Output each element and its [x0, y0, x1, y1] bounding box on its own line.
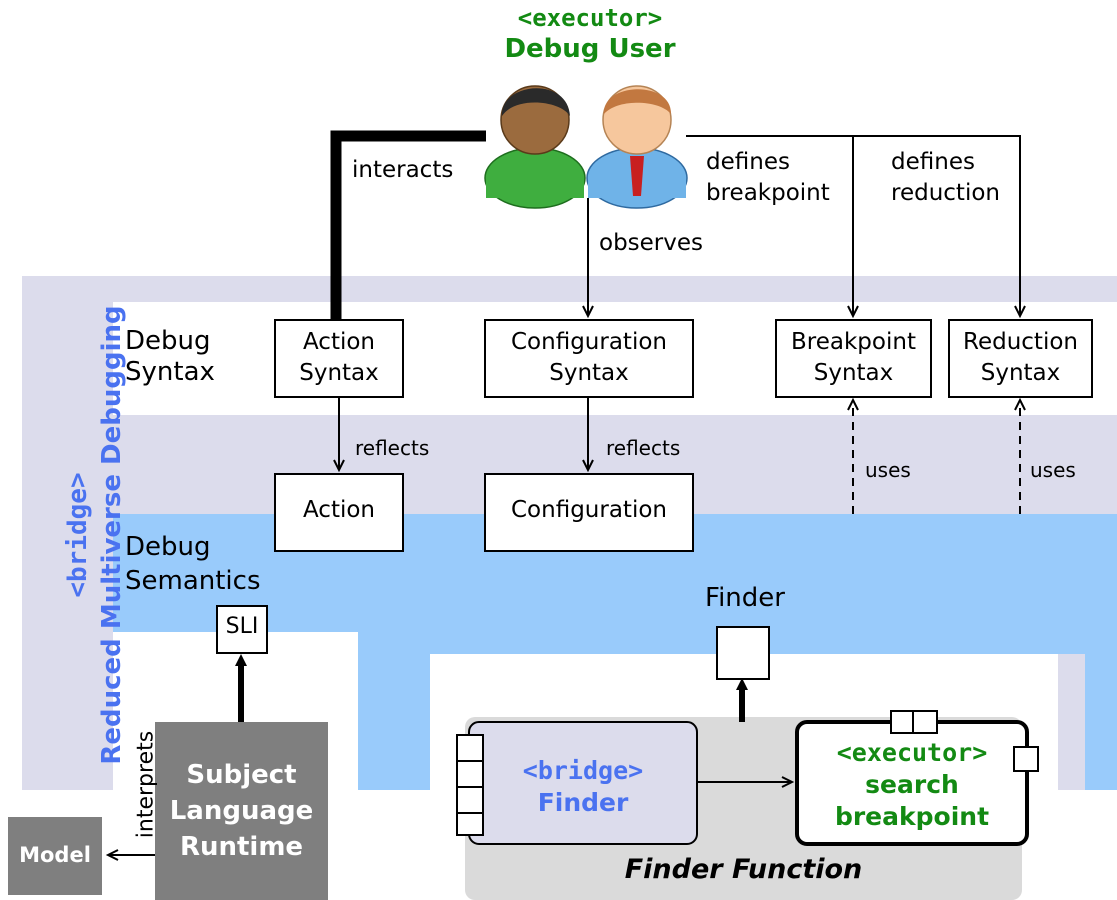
sli-box[interactable]: SLI	[225, 614, 259, 639]
uses-label-1: uses	[865, 458, 911, 482]
bridge-finder-box[interactable]: <bridge> Finder	[483, 755, 683, 819]
finder-port-label: Finder	[705, 583, 785, 613]
executor-search-breakpoint-box[interactable]: <executor> search breakpoint	[797, 737, 1027, 833]
user-dark-icon	[484, 85, 586, 209]
observes-label: observes	[599, 230, 704, 256]
configuration-box[interactable]: Configuration	[511, 497, 667, 523]
reflects-label-1: reflects	[355, 436, 430, 460]
configuration-syntax-box[interactable]: Configuration Syntax	[511, 329, 667, 386]
reduction-syntax-box[interactable]: Reduction Syntax	[963, 329, 1078, 386]
bridge-stereotype: <bridge>	[63, 472, 93, 598]
debug-semantics-band	[113, 514, 1117, 790]
actor-stereotype: <executor>	[517, 4, 663, 32]
reflects-label-2: reflects	[606, 436, 681, 460]
interprets-label: interprets	[133, 730, 159, 839]
defines-reduction-edge	[853, 135, 1026, 319]
action-syntax-box[interactable]: Action Syntax	[299, 329, 379, 386]
bridge-finder-name: Finder	[537, 788, 629, 817]
user-light-icon	[586, 85, 688, 209]
action-box[interactable]: Action	[302, 497, 376, 523]
actor-name: Debug User	[504, 34, 676, 64]
interacts-edge	[330, 130, 486, 320]
debug-semantics-label: Debug Semantics	[125, 532, 261, 596]
interacts-label: interacts	[352, 157, 454, 183]
defines-reduction-label: defines reduction	[891, 149, 1000, 206]
breakpoint-syntax-box[interactable]: Breakpoint Syntax	[791, 329, 916, 386]
defines-breakpoint-label: defines breakpoint	[706, 149, 830, 206]
finder-function-title: Finder Function	[624, 854, 863, 885]
executor-stereotype: <executor>	[836, 738, 988, 767]
uses-label-2: uses	[1030, 458, 1076, 482]
subject-language-runtime[interactable]: Subject Language Runtime	[169, 760, 314, 862]
debug-syntax-label: Debug Syntax	[125, 326, 215, 387]
bridge-name: Reduced Multiverse Debugging	[97, 305, 127, 765]
bridge-finder-stereotype: <bridge>	[522, 756, 644, 785]
model-box[interactable]: Model	[19, 843, 91, 867]
